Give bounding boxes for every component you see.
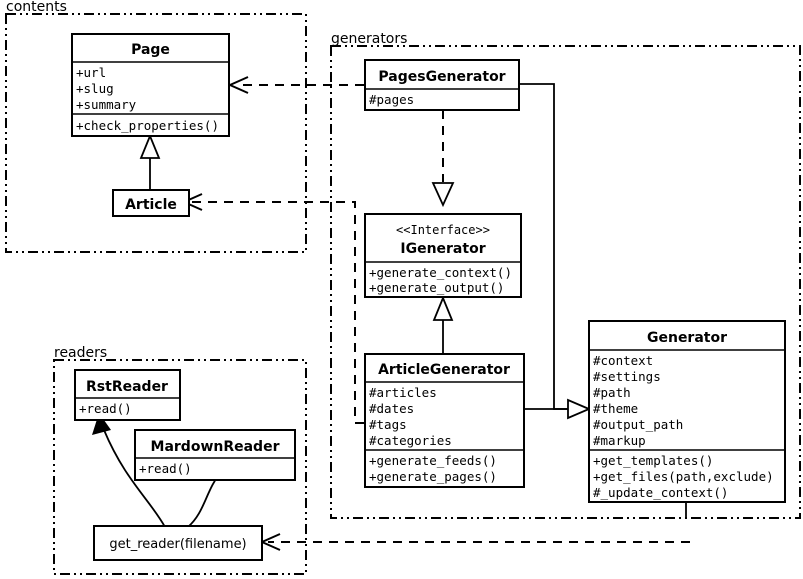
relation-pagesgenerator-realizes-igenerator [431,110,455,208]
relation-get-reader-returns-rstreader [92,413,166,528]
class-pages-generator-attribute: #pages [369,92,414,107]
class-page-operation: +check_properties() [76,118,219,133]
class-page-box[interactable] [71,33,230,137]
class-igenerator-operation: +generate_output() [369,280,504,295]
class-markdown-reader-operation: +read() [139,461,192,476]
class-generator-attribute: #output_path [593,417,683,432]
class-markdown-reader[interactable]: MardownReader +read() [134,429,296,481]
relation-generator-uses-get-reader [259,502,690,551]
class-pages-generator[interactable]: PagesGenerator #pages [364,59,520,111]
class-rst-reader-name: RstReader [86,379,168,395]
class-article-generator-attribute: #categories [369,433,452,448]
package-generators-border [330,45,801,519]
class-generator[interactable]: Generator #context #settings #path #them… [588,320,786,503]
class-generator-attribute: #theme [593,401,638,416]
package-contents-border [5,13,307,253]
class-markdown-reader-box[interactable] [134,429,296,481]
class-article-generator-attribute: #articles [369,385,437,400]
class-igenerator-name: IGenerator [400,241,485,257]
class-rst-reader[interactable]: RstReader +read() [74,369,181,421]
function-get-reader-box[interactable] [93,525,263,561]
class-article-generator-box[interactable] [364,353,525,488]
class-igenerator-stereotype: <<Interface>> [396,223,490,237]
class-generator-attribute: #context [593,353,653,368]
class-generator-operation: +get_templates() [593,453,713,468]
relation-articlegenerator-inherits-igenerator [432,295,454,355]
class-markdown-reader-name: MardownReader [151,439,280,455]
class-igenerator-box[interactable] [364,213,522,298]
class-pages-generator-box[interactable] [364,59,520,111]
class-article-name: Article [125,197,177,213]
class-page[interactable]: Page +url +slug +summary +check_properti… [71,33,230,137]
relation-pagesgenerator-uses-page [227,76,364,94]
class-generator-attribute: #path [593,385,631,400]
function-get-reader[interactable]: get_reader(filename) [93,525,263,561]
package-contents-label: contents [6,0,67,15]
class-page-attribute: +url [76,65,106,80]
relation-articlegenerator-uses-article [181,193,364,424]
package-readers-border [53,359,307,575]
relation-pagesgenerator-inherits-generator [519,83,568,410]
package-readers-label: readers [54,345,107,361]
class-article-generator-name: ArticleGenerator [378,362,510,378]
class-igenerator-operation: +generate_context() [369,265,512,280]
class-generator-operation: +get_files(path,exclude) [593,469,774,484]
class-article-box[interactable] [112,189,190,217]
class-page-attribute: +slug [76,81,114,96]
class-page-attribute: +summary [76,97,137,112]
package-readers: readers [53,345,307,575]
class-generator-operation: #_update_context() [593,485,728,500]
class-pages-generator-name: PagesGenerator [378,69,505,85]
relation-articlegenerator-inherits-generator [524,398,592,420]
class-article[interactable]: Article [112,189,190,217]
class-article-generator-attribute: #dates [369,401,414,416]
class-article-generator-operation: +generate_pages() [369,469,497,484]
class-article-generator-operation: +generate_feeds() [369,453,497,468]
class-generator-attribute: #settings [593,369,661,384]
class-page-name: Page [131,42,170,58]
class-rst-reader-box[interactable] [74,369,181,421]
class-rst-reader-operation: +read() [79,401,132,416]
package-generators-label: generators [331,31,407,47]
class-igenerator[interactable]: <<Interface>> IGenerator +generate_conte… [364,213,522,298]
relation-article-inherits-page [139,133,161,190]
function-get-reader-label: get_reader(filename) [109,537,246,552]
class-generator-name: Generator [647,330,727,346]
class-article-generator-attribute: #tags [369,417,407,432]
class-article-generator[interactable]: ArticleGenerator #articles #dates #tags … [364,353,525,488]
package-contents: contents [5,0,307,253]
class-generator-attribute: #markup [593,433,646,448]
package-generators: generators [330,31,801,519]
class-generator-box[interactable] [588,320,786,503]
